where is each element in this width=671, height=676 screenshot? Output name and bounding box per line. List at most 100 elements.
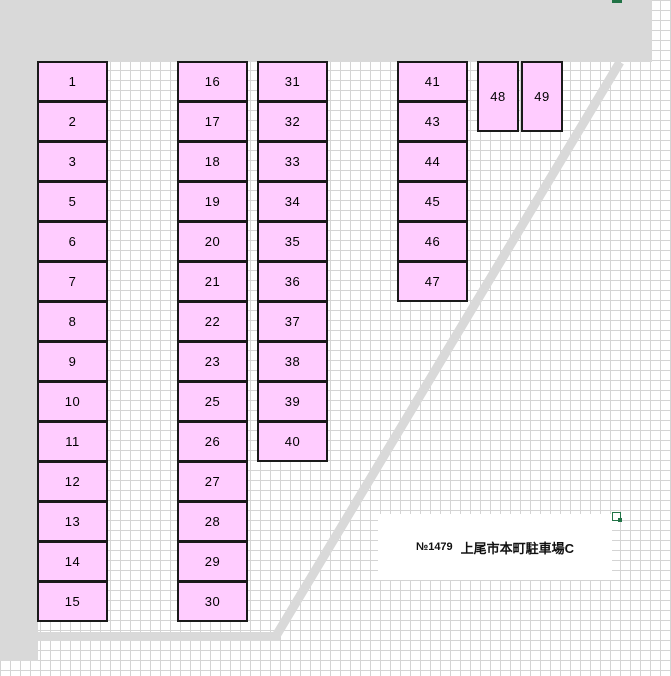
slot-number: 17 [204,114,221,129]
slot-number: 39 [284,394,301,409]
slot-number: 41 [424,74,441,89]
slot-number: 13 [64,514,81,529]
lot-name: 上尾市本町駐車場C [460,540,575,556]
slot-number: 22 [204,314,221,329]
parking-slot-10[interactable]: 10 [37,381,108,422]
parking-slot-27[interactable]: 27 [177,461,248,502]
parking-slot-37[interactable]: 37 [257,301,328,342]
bottom-curb [38,632,280,641]
slot-number: 16 [204,74,221,89]
parking-slot-5[interactable]: 5 [37,181,108,222]
slot-number: 35 [284,234,301,249]
parking-slot-40[interactable]: 40 [257,421,328,462]
slot-number: 31 [284,74,301,89]
parking-slot-8[interactable]: 8 [37,301,108,342]
slot-number: 1 [68,74,77,89]
parking-slot-39[interactable]: 39 [257,381,328,422]
slot-number: 5 [68,194,77,209]
parking-slot-47[interactable]: 47 [397,261,468,302]
parking-slot-38[interactable]: 38 [257,341,328,382]
parking-slot-19[interactable]: 19 [177,181,248,222]
slot-number: 9 [68,354,77,369]
slot-number: 30 [204,594,221,609]
parking-slot-9[interactable]: 9 [37,341,108,382]
parking-slot-35[interactable]: 35 [257,221,328,262]
slot-number: 32 [284,114,301,129]
parking-slot-7[interactable]: 7 [37,261,108,302]
parking-slot-33[interactable]: 33 [257,141,328,182]
slot-number: 3 [68,154,77,169]
parking-slot-48[interactable]: 48 [477,61,519,132]
parking-slot-28[interactable]: 28 [177,501,248,542]
slot-number: 6 [68,234,77,249]
slot-number: 8 [68,314,77,329]
slot-number: 29 [204,554,221,569]
slot-number: 14 [64,554,81,569]
parking-slot-21[interactable]: 21 [177,261,248,302]
parking-slot-46[interactable]: 46 [397,221,468,262]
parking-slot-13[interactable]: 13 [37,501,108,542]
parking-slot-36[interactable]: 36 [257,261,328,302]
parking-slot-43[interactable]: 43 [397,101,468,142]
parking-slot-15[interactable]: 15 [37,581,108,622]
top-wall [0,0,652,62]
parking-slot-34[interactable]: 34 [257,181,328,222]
slot-number: 36 [284,274,301,289]
slot-number: 48 [490,89,506,104]
left-wall [0,0,38,661]
slot-number: 7 [68,274,77,289]
slot-number: 27 [204,474,221,489]
parking-slot-32[interactable]: 32 [257,101,328,142]
parking-slot-30[interactable]: 30 [177,581,248,622]
selection-handle-icon[interactable] [612,512,622,522]
parking-slot-49[interactable]: 49 [521,61,563,132]
slot-number: 47 [424,274,441,289]
parking-slot-45[interactable]: 45 [397,181,468,222]
slot-number: 33 [284,154,301,169]
slot-number: 43 [424,114,441,129]
parking-slot-20[interactable]: 20 [177,221,248,262]
parking-slot-3[interactable]: 3 [37,141,108,182]
slot-number: 11 [65,434,80,449]
slot-number: 38 [284,354,301,369]
slot-number: 37 [284,314,301,329]
lot-number: №1479 [415,541,453,553]
parking-slot-44[interactable]: 44 [397,141,468,182]
slot-number: 18 [204,154,221,169]
parking-lot-sign[interactable]: №1479 上尾市本町駐車場C [378,514,612,580]
slot-number: 20 [204,234,221,249]
parking-slot-22[interactable]: 22 [177,301,248,342]
slot-number: 21 [204,274,221,289]
slot-number: 2 [68,114,77,129]
parking-slot-11[interactable]: 11 [37,421,108,462]
slot-number: 45 [424,194,441,209]
parking-slot-14[interactable]: 14 [37,541,108,582]
parking-slot-17[interactable]: 17 [177,101,248,142]
slot-number: 15 [64,594,81,609]
parking-slot-12[interactable]: 12 [37,461,108,502]
slot-number: 34 [284,194,301,209]
parking-slot-25[interactable]: 25 [177,381,248,422]
slot-number: 49 [534,89,550,104]
slot-number: 44 [424,154,441,169]
slot-number: 46 [424,234,441,249]
parking-slot-29[interactable]: 29 [177,541,248,582]
slot-number: 19 [204,194,221,209]
parking-slot-18[interactable]: 18 [177,141,248,182]
parking-slot-26[interactable]: 26 [177,421,248,462]
parking-slot-2[interactable]: 2 [37,101,108,142]
parking-slot-6[interactable]: 6 [37,221,108,262]
parking-slot-16[interactable]: 16 [177,61,248,102]
slot-number: 28 [204,514,221,529]
slot-number: 10 [64,394,81,409]
parking-slot-31[interactable]: 31 [257,61,328,102]
parking-slot-41[interactable]: 41 [397,61,468,102]
slot-number: 25 [204,394,221,409]
parking-slot-23[interactable]: 23 [177,341,248,382]
slot-number: 12 [64,474,81,489]
slot-number: 23 [204,354,221,369]
parking-slot-1[interactable]: 1 [37,61,108,102]
slot-number: 40 [284,434,301,449]
selection-edge-mark [612,0,622,3]
